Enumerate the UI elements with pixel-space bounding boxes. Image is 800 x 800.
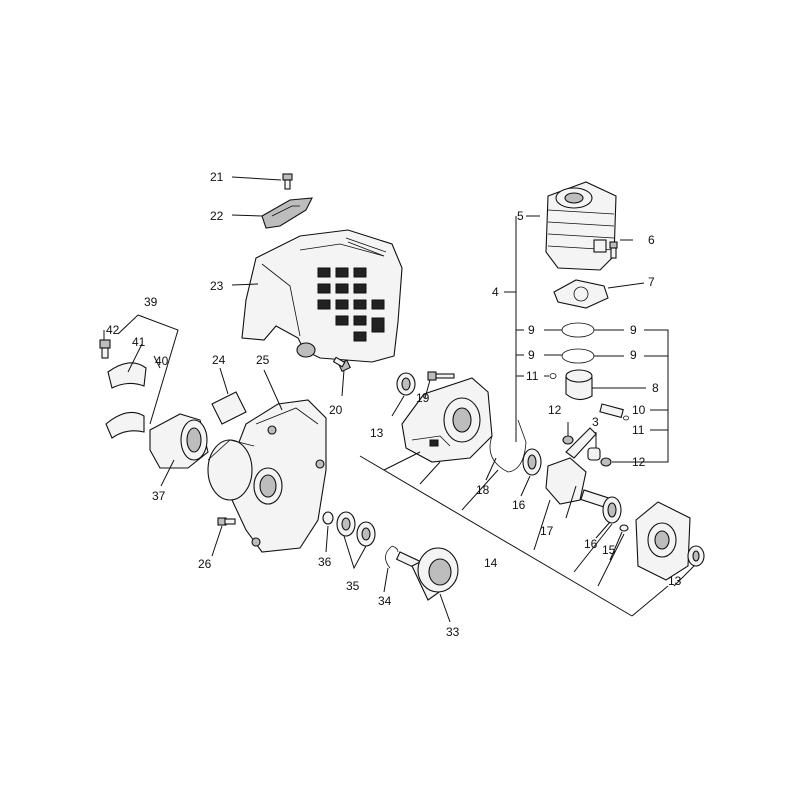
part-26-screw — [217, 517, 236, 526]
callout-14: 14 — [484, 556, 498, 570]
callout-11-b: 11 — [632, 423, 645, 437]
callout-9-c: 9 — [528, 348, 535, 362]
part-33-clutch-drum — [395, 547, 459, 601]
callout-42: 42 — [106, 323, 120, 337]
callout-3: 3 — [592, 415, 599, 429]
callout-10: 10 — [632, 403, 646, 417]
part-3-needle-bearing — [587, 447, 601, 461]
part-11-circlip — [549, 373, 557, 379]
callout-13-right: 13 — [668, 574, 682, 588]
callout-labels: 21 22 23 20 24 25 26 37 39 42 41 40 13 1… — [106, 170, 682, 639]
callout-24: 24 — [212, 353, 226, 367]
part-19-bolt — [427, 371, 455, 381]
part-17-crankshaft — [545, 427, 614, 510]
part-36-washer — [322, 511, 334, 525]
callout-8: 8 — [652, 381, 659, 395]
callout-5: 5 — [517, 209, 524, 223]
callout-34: 34 — [378, 594, 392, 608]
callout-18: 18 — [476, 483, 490, 497]
callout-12-a: 12 — [548, 403, 562, 417]
callout-6: 6 — [648, 233, 655, 247]
callout-23: 23 — [210, 279, 224, 293]
callout-19: 19 — [416, 391, 430, 405]
part-34-snap-ring — [385, 545, 399, 569]
part-20-screw — [332, 356, 351, 373]
part-40-41-42-clamp — [99, 339, 147, 439]
callout-12-b: 12 — [632, 455, 646, 469]
part-12-washer — [562, 435, 612, 467]
part-crankcase-right-half — [635, 501, 691, 581]
callout-16-left: 16 — [512, 498, 526, 512]
part-9-piston-ring-2 — [561, 348, 595, 364]
part-15-pin — [619, 524, 629, 532]
callout-4: 4 — [492, 285, 499, 299]
part-crankcase-left-half — [401, 377, 493, 463]
part-16-bearing-left — [522, 448, 542, 476]
callout-16-right: 16 — [584, 537, 598, 551]
callout-13-left: 13 — [370, 426, 384, 440]
part-8-piston — [565, 369, 593, 401]
callout-7: 7 — [648, 275, 655, 289]
part-10-piston-pin — [599, 403, 629, 421]
part-23-engine-cover — [241, 229, 403, 363]
part-18-clip — [489, 419, 527, 473]
callout-9-b: 9 — [630, 323, 637, 337]
callout-15: 15 — [602, 543, 616, 557]
part-25-fan-housing — [207, 399, 327, 553]
callout-41: 41 — [132, 335, 146, 349]
part-7-gasket — [553, 279, 609, 309]
callout-37: 37 — [152, 489, 166, 503]
callout-40: 40 — [155, 354, 169, 368]
part-37-clamp-housing — [149, 413, 209, 469]
leader-lines — [103, 176, 695, 623]
callout-25: 25 — [256, 353, 270, 367]
part-16-bearing-right — [602, 496, 622, 524]
part-22-cover-cap — [261, 197, 313, 229]
part-24-plate — [211, 391, 247, 425]
part-13-oil-seal-left — [396, 372, 416, 396]
callout-9-d: 9 — [630, 348, 637, 362]
callout-21: 21 — [210, 170, 224, 184]
part-13-oil-seal-right — [687, 545, 705, 567]
part-35-bearing — [336, 511, 376, 547]
callout-39: 39 — [144, 295, 158, 309]
callout-22: 22 — [210, 209, 224, 223]
part-5-cylinder — [545, 181, 617, 271]
callout-36: 36 — [318, 555, 332, 569]
callout-26: 26 — [198, 557, 212, 571]
callout-9-a: 9 — [528, 323, 535, 337]
part-21-screw — [282, 173, 293, 190]
part-6-bolt — [609, 241, 618, 259]
callout-17: 17 — [540, 524, 554, 538]
callout-33: 33 — [446, 625, 460, 639]
callout-20: 20 — [329, 403, 343, 417]
callout-11-a: 11 — [526, 369, 539, 383]
part-9-piston-ring-1 — [561, 322, 595, 338]
callout-35: 35 — [346, 579, 360, 593]
